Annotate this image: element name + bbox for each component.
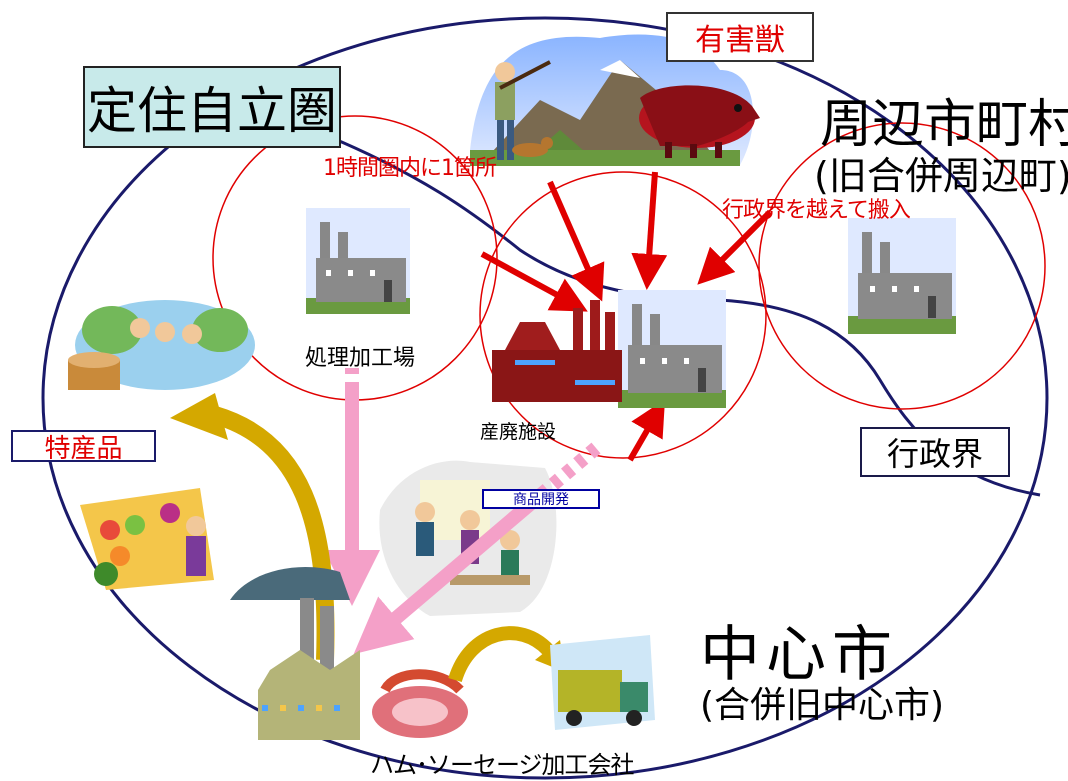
delivery-truck-clipart — [550, 635, 655, 730]
cross-boundary-note: 行政界を越えて搬入 — [722, 198, 911, 223]
factory-icon-right — [848, 218, 956, 334]
market-stall-clipart — [80, 488, 214, 590]
admin-boundary-text: 行政界 — [886, 435, 983, 473]
central-city-subtitle: (合併旧中心市) — [700, 685, 945, 726]
ham-sausage-clipart — [372, 669, 468, 738]
pest-label-box: 有害獣 — [666, 12, 814, 62]
factory-icon-center — [618, 290, 726, 408]
waste-facility-icon — [492, 300, 622, 402]
pest-arrow-3 — [697, 209, 773, 285]
title-text: 定住自立圏 — [87, 82, 337, 140]
specialty-products-box: 特産品 — [11, 430, 156, 464]
waste-facility-label: 産廃施設 — [480, 421, 557, 443]
ham-company-label: ハム･ソーセージ加工会社 — [370, 751, 635, 779]
admin-boundary-box: 行政界 — [860, 427, 1010, 477]
factory-icon-left — [306, 208, 410, 314]
pest-arrow-1 — [547, 180, 605, 302]
surrounding-municipalities-subtitle: (旧合併周辺町) — [814, 154, 1068, 198]
product-development-box: 商品開発 — [482, 489, 600, 509]
pest-arrow-4 — [480, 251, 588, 312]
settlement-sphere-boundary — [41, 16, 1049, 780]
product-development-text: 商品開発 — [513, 492, 569, 508]
pest-label-text: 有害獣 — [695, 23, 785, 58]
one-hour-zone-note: 1時間圏内に1箇所 — [323, 156, 497, 181]
zone-circle-right — [758, 122, 1046, 410]
central-city-title: 中心市 — [700, 620, 898, 690]
gold-arrow-truck — [448, 626, 554, 683]
meeting-clipart — [379, 460, 557, 616]
pink-arrow-diagonal — [353, 442, 601, 655]
specialty-products-text: 特産品 — [44, 433, 123, 464]
page-title: 定住自立圏 — [83, 66, 341, 148]
processing-plant-label: 処理加工場 — [305, 346, 416, 371]
wild-boar-clipart — [639, 85, 760, 158]
pest-arrow-2 — [631, 171, 668, 290]
zone-circle-center — [479, 171, 767, 459]
hot-spring-clipart — [68, 300, 255, 390]
factory-with-chimneys-icon — [230, 567, 360, 740]
surrounding-municipalities-title: 周辺市町村 — [820, 95, 1068, 155]
pest-arrow-5 — [627, 399, 666, 462]
